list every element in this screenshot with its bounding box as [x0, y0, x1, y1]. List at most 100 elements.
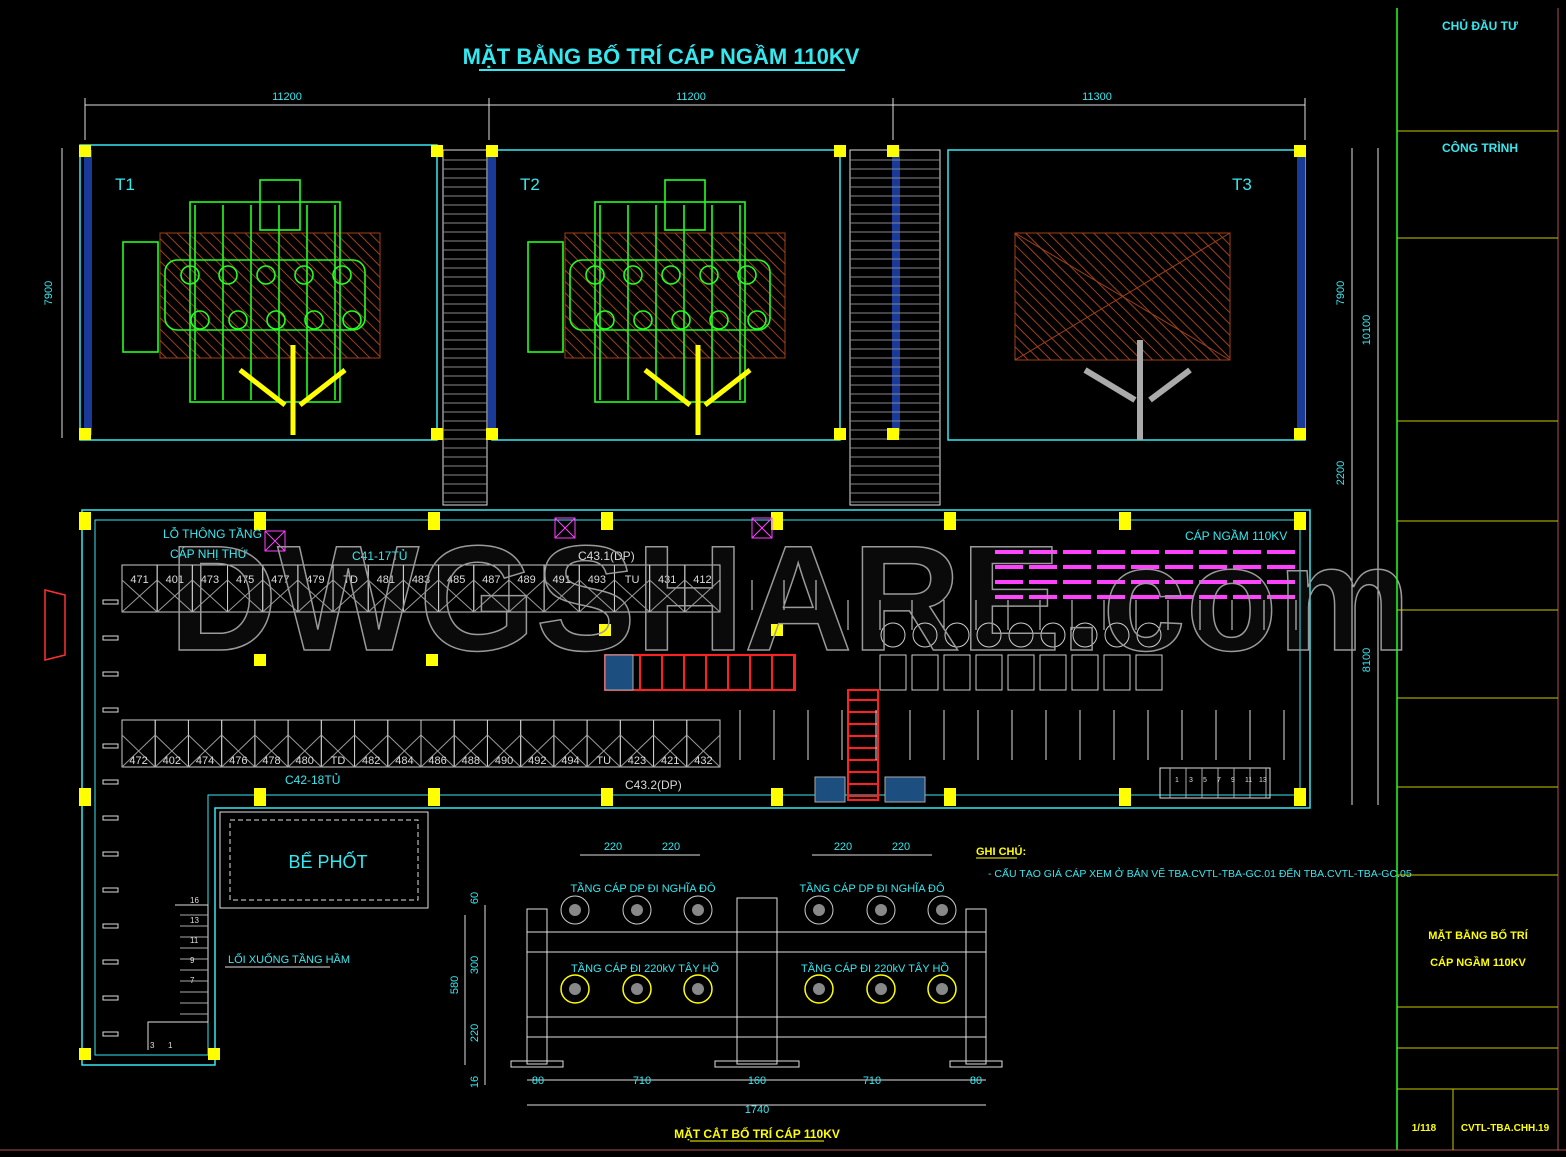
cabinet-label: TD	[343, 574, 358, 586]
cabinet-label: 421	[661, 755, 679, 767]
column	[79, 1048, 91, 1060]
label-septic: BỂ PHỐT	[288, 851, 367, 872]
switchgear-cabinet: 471	[121, 564, 158, 613]
dim-left-1: 7900	[43, 281, 55, 305]
switchgear-cabinet: 402	[154, 719, 189, 768]
cabinet-cross	[121, 579, 158, 613]
cabinet-cross	[653, 734, 688, 768]
dim-top-2: 11200	[676, 91, 706, 103]
gis-breaker	[1040, 622, 1066, 648]
switchgear-cabinet: TU	[586, 719, 621, 768]
column	[79, 788, 91, 806]
stair-number: 3	[150, 1041, 155, 1050]
switchgear-cabinet: 486	[420, 719, 455, 768]
cabinet-cross	[403, 579, 439, 613]
bushing	[332, 265, 352, 285]
bushing	[747, 310, 767, 330]
control-cabinet	[122, 241, 159, 353]
bushing-arm	[298, 368, 347, 407]
label-row1: C41-17TỦ	[352, 548, 407, 563]
bushing	[595, 310, 615, 330]
switchgear-cabinet: 401	[156, 564, 193, 613]
bushing	[709, 310, 729, 330]
cable-core	[692, 983, 704, 995]
column	[254, 512, 266, 530]
tank-outline	[569, 259, 771, 331]
cabinet-label: 412	[693, 574, 711, 586]
dim-right-3: 2200	[1335, 461, 1347, 485]
cable-dp	[560, 895, 590, 925]
cable-110kv	[1165, 595, 1193, 599]
cable-110kv	[1233, 565, 1261, 569]
cabinet-cross	[649, 579, 686, 613]
switchgear-cabinet: 491	[543, 564, 580, 613]
cabinet-label: 477	[271, 574, 289, 586]
column	[79, 145, 91, 157]
gis-bay	[943, 654, 971, 691]
column	[771, 624, 783, 636]
column	[601, 512, 613, 530]
cable-220kv	[804, 974, 834, 1004]
bushing	[737, 265, 757, 285]
vent-cross	[554, 517, 576, 539]
cabinet-label: 471	[130, 574, 148, 586]
section-bottom-dim-2: 710	[633, 1075, 651, 1087]
cabinet-label: 479	[306, 574, 324, 586]
cabinet-cross	[686, 734, 721, 768]
cable-110kv	[1131, 565, 1159, 569]
column	[431, 428, 443, 440]
column	[428, 512, 440, 530]
cable-core	[631, 983, 643, 995]
cabinet-cross	[320, 734, 355, 768]
tier-upper-right: TẦNG CÁP DP ĐI NGHĨA ĐÔ	[799, 882, 945, 895]
cable-220kv	[927, 974, 957, 1004]
column	[79, 512, 91, 530]
section-bottom-dim-5: 80	[970, 1075, 982, 1087]
gis-breaker	[976, 622, 1002, 648]
wall-anchor	[102, 743, 119, 749]
cable-110kv	[1131, 550, 1159, 554]
cable-110kv	[1199, 580, 1227, 584]
gis-bay	[1135, 654, 1163, 691]
stair-number: 7	[190, 976, 195, 985]
cabinet-label: 401	[166, 574, 184, 586]
section-top-dim-3: 220	[834, 841, 852, 853]
bushing	[304, 310, 324, 330]
cabinet-cross	[387, 734, 422, 768]
cabinet-label: 481	[377, 574, 395, 586]
cable-core	[631, 904, 643, 916]
tb-drawing-name-2: CÁP NGẦM 110KV	[1430, 956, 1526, 969]
stair-number: 13	[1259, 777, 1267, 784]
cabinet-cross	[619, 734, 654, 768]
section-total-height: 580	[449, 976, 461, 994]
side-dimensions: 7900 7900 10100 2200 8100	[43, 148, 1379, 805]
cable-220kv	[683, 974, 713, 1004]
column	[486, 145, 498, 157]
section-left-dim-1: 60	[469, 892, 481, 904]
control-cabinet	[527, 241, 564, 353]
cable-core	[813, 904, 825, 916]
switchgear-cabinet: 477	[262, 564, 299, 613]
vent-cross	[264, 530, 286, 552]
cabinet-cross	[121, 734, 156, 768]
cable-110kv	[995, 580, 1023, 584]
column	[254, 654, 266, 666]
transformer-t1	[122, 179, 381, 435]
tier-lower-left: TẦNG CÁP ĐI 220kV TÂY HỒ	[571, 962, 719, 975]
cabinet-label: 485	[447, 574, 465, 586]
switchgear-cabinet: 432	[686, 719, 721, 768]
cabinet-cross	[453, 734, 488, 768]
cable-110kv	[995, 565, 1023, 569]
stair-number: 11	[1245, 777, 1252, 784]
gis-breaker	[944, 622, 970, 648]
transformer-body	[594, 201, 746, 403]
section-title: MẶT CẮT BỐ TRÍ CÁP 110KV	[674, 1126, 840, 1141]
cable-dp	[866, 895, 896, 925]
cable-110kv	[1267, 580, 1295, 584]
switchgear-cabinet: TD	[320, 719, 356, 768]
cabinet-cross	[262, 579, 299, 613]
cable-core	[936, 904, 948, 916]
vent-opening	[264, 530, 286, 552]
cabinet-cross	[520, 734, 555, 768]
